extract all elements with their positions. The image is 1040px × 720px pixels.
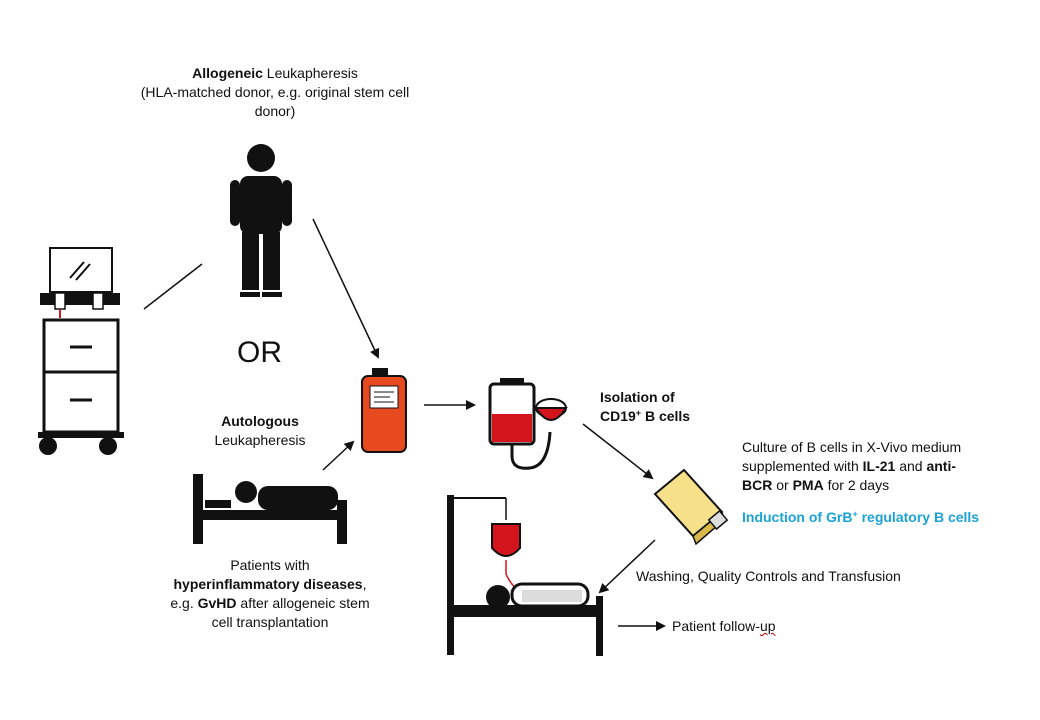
machine-donor-line (143, 263, 203, 310)
or-label: OR (237, 336, 282, 369)
patients-line4: cell transplantation (211, 614, 329, 630)
patients-line2-rest: , (362, 576, 367, 592)
culture-flask-icon (653, 468, 729, 546)
autologous-line2: Leukapheresis (214, 432, 306, 448)
donor-person-icon (230, 144, 292, 297)
allogeneic-line3: donor) (254, 103, 296, 119)
culture-line2-mid: and (895, 458, 927, 474)
allogeneic-bold: Allogeneic (192, 65, 263, 81)
culture-line3-bold2: PMA (792, 477, 824, 493)
isolation-line2-rest: B cells (641, 408, 691, 424)
culture-label: Culture of B cells in X-Vivo medium supp… (742, 438, 961, 495)
allogeneic-label: Allogeneic Leukapheresis (HLA-matched do… (120, 64, 430, 121)
induction-sup: + (852, 509, 858, 519)
culture-to-transfusion-arrow (598, 539, 656, 594)
induction-label: Induction of GrB+ regulatory B cells (742, 508, 979, 527)
culture-line2-pre: supplemented with (742, 458, 863, 474)
followup-pre: Patient follow- (672, 618, 760, 634)
blood-bag-icon (361, 368, 407, 453)
patients-label: Patients with hyperinflammatory diseases… (150, 556, 390, 632)
separation-to-culture-arrow (582, 423, 654, 480)
culture-line3-rest: for 2 days (823, 477, 890, 493)
patients-line3-bold: GvHD (197, 595, 237, 611)
patient-bed-icon (193, 474, 347, 544)
apheresis-machine-icon (38, 247, 124, 455)
culture-line1: Culture of B cells in X-Vivo medium (742, 439, 962, 455)
patients-line3-rest: after allogeneic stem (236, 595, 370, 611)
culture-line3-mid: or (772, 477, 793, 493)
patients-line3-pre: e.g. (170, 595, 198, 611)
allogeneic-rest: Leukapheresis (262, 65, 358, 81)
followup-squiggle: up (759, 618, 776, 634)
culture-line3-bold1: BCR (742, 477, 773, 493)
cell-separation-icon (488, 378, 568, 470)
washing-label: Washing, Quality Controls and Transfusio… (636, 568, 901, 584)
patients-line2-bold: hyperinflammatory diseases (173, 576, 363, 592)
autologous-bold: Autologous (221, 413, 299, 429)
culture-line2-bold1: IL-21 (862, 458, 896, 474)
induction-pre: Induction of GrB (742, 509, 853, 525)
followup-label: Patient follow-up (672, 617, 776, 636)
isolation-line2-pre: CD19 (600, 408, 636, 424)
patient-to-bag-arrow (322, 440, 355, 471)
culture-line2-bold2: anti- (926, 458, 957, 474)
isolation-line1: Isolation of (600, 389, 675, 405)
isolation-label: Isolation of CD19+ B cells (600, 388, 690, 426)
patients-line1: Patients with (230, 557, 310, 573)
donor-to-bag-arrow (312, 218, 380, 359)
isolation-line2-sup: + (635, 408, 642, 418)
allogeneic-line2: (HLA-matched donor, e.g. original stem c… (140, 84, 410, 100)
transfusion-patient-icon (447, 495, 603, 656)
induction-rest: regulatory B cells (857, 509, 980, 525)
autologous-label: Autologous Leukapheresis (190, 412, 330, 450)
